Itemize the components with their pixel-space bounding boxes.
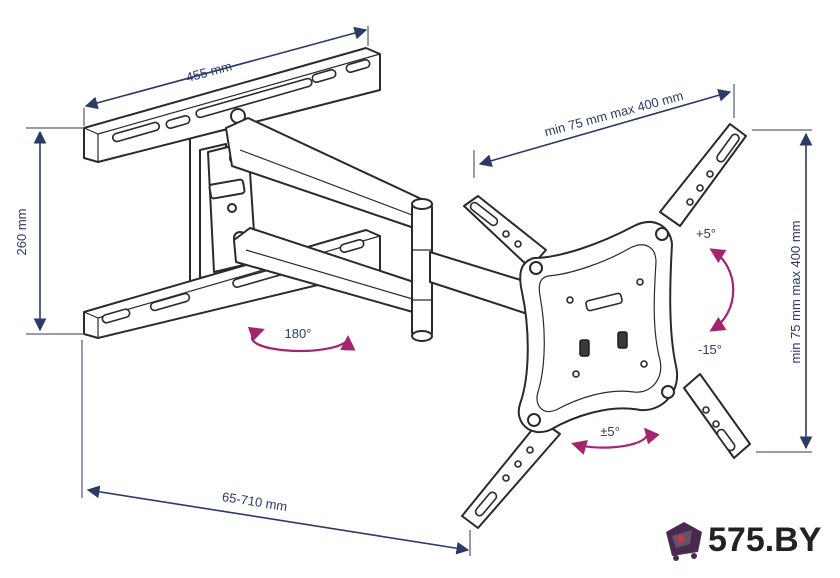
upper-arm <box>225 117 433 233</box>
label-tilt-up: +5° <box>696 226 716 241</box>
dim-line-plate-width <box>84 26 368 110</box>
vesa-arm-lower-right <box>683 373 751 459</box>
label-plate-height: 260 mm <box>14 209 29 256</box>
swivel-arrow <box>247 326 356 353</box>
tilt-arrow <box>709 248 735 332</box>
level-arrow <box>571 427 660 455</box>
shopping-cart-icon <box>666 522 702 561</box>
brand-logo[interactable]: 575.BY <box>662 518 821 562</box>
dim-line-extension <box>86 485 470 555</box>
label-swivel: 180° <box>285 326 312 341</box>
label-tilt-down: -15° <box>698 342 722 357</box>
label-plate-width: 455 mm <box>184 58 233 85</box>
dim-line-vesa-horizontal <box>478 89 732 167</box>
label-vesa-vertical: min 75 mm max 400 mm <box>788 220 803 363</box>
label-extension: 65-710 mm <box>221 489 288 514</box>
label-level: ±5° <box>600 424 620 439</box>
swing-arms <box>225 117 541 342</box>
vesa-bracket <box>461 123 751 529</box>
label-vesa-horizontal: min 75 mm max 400 mm <box>543 88 685 140</box>
brand-name: 575.BY <box>708 520 822 559</box>
